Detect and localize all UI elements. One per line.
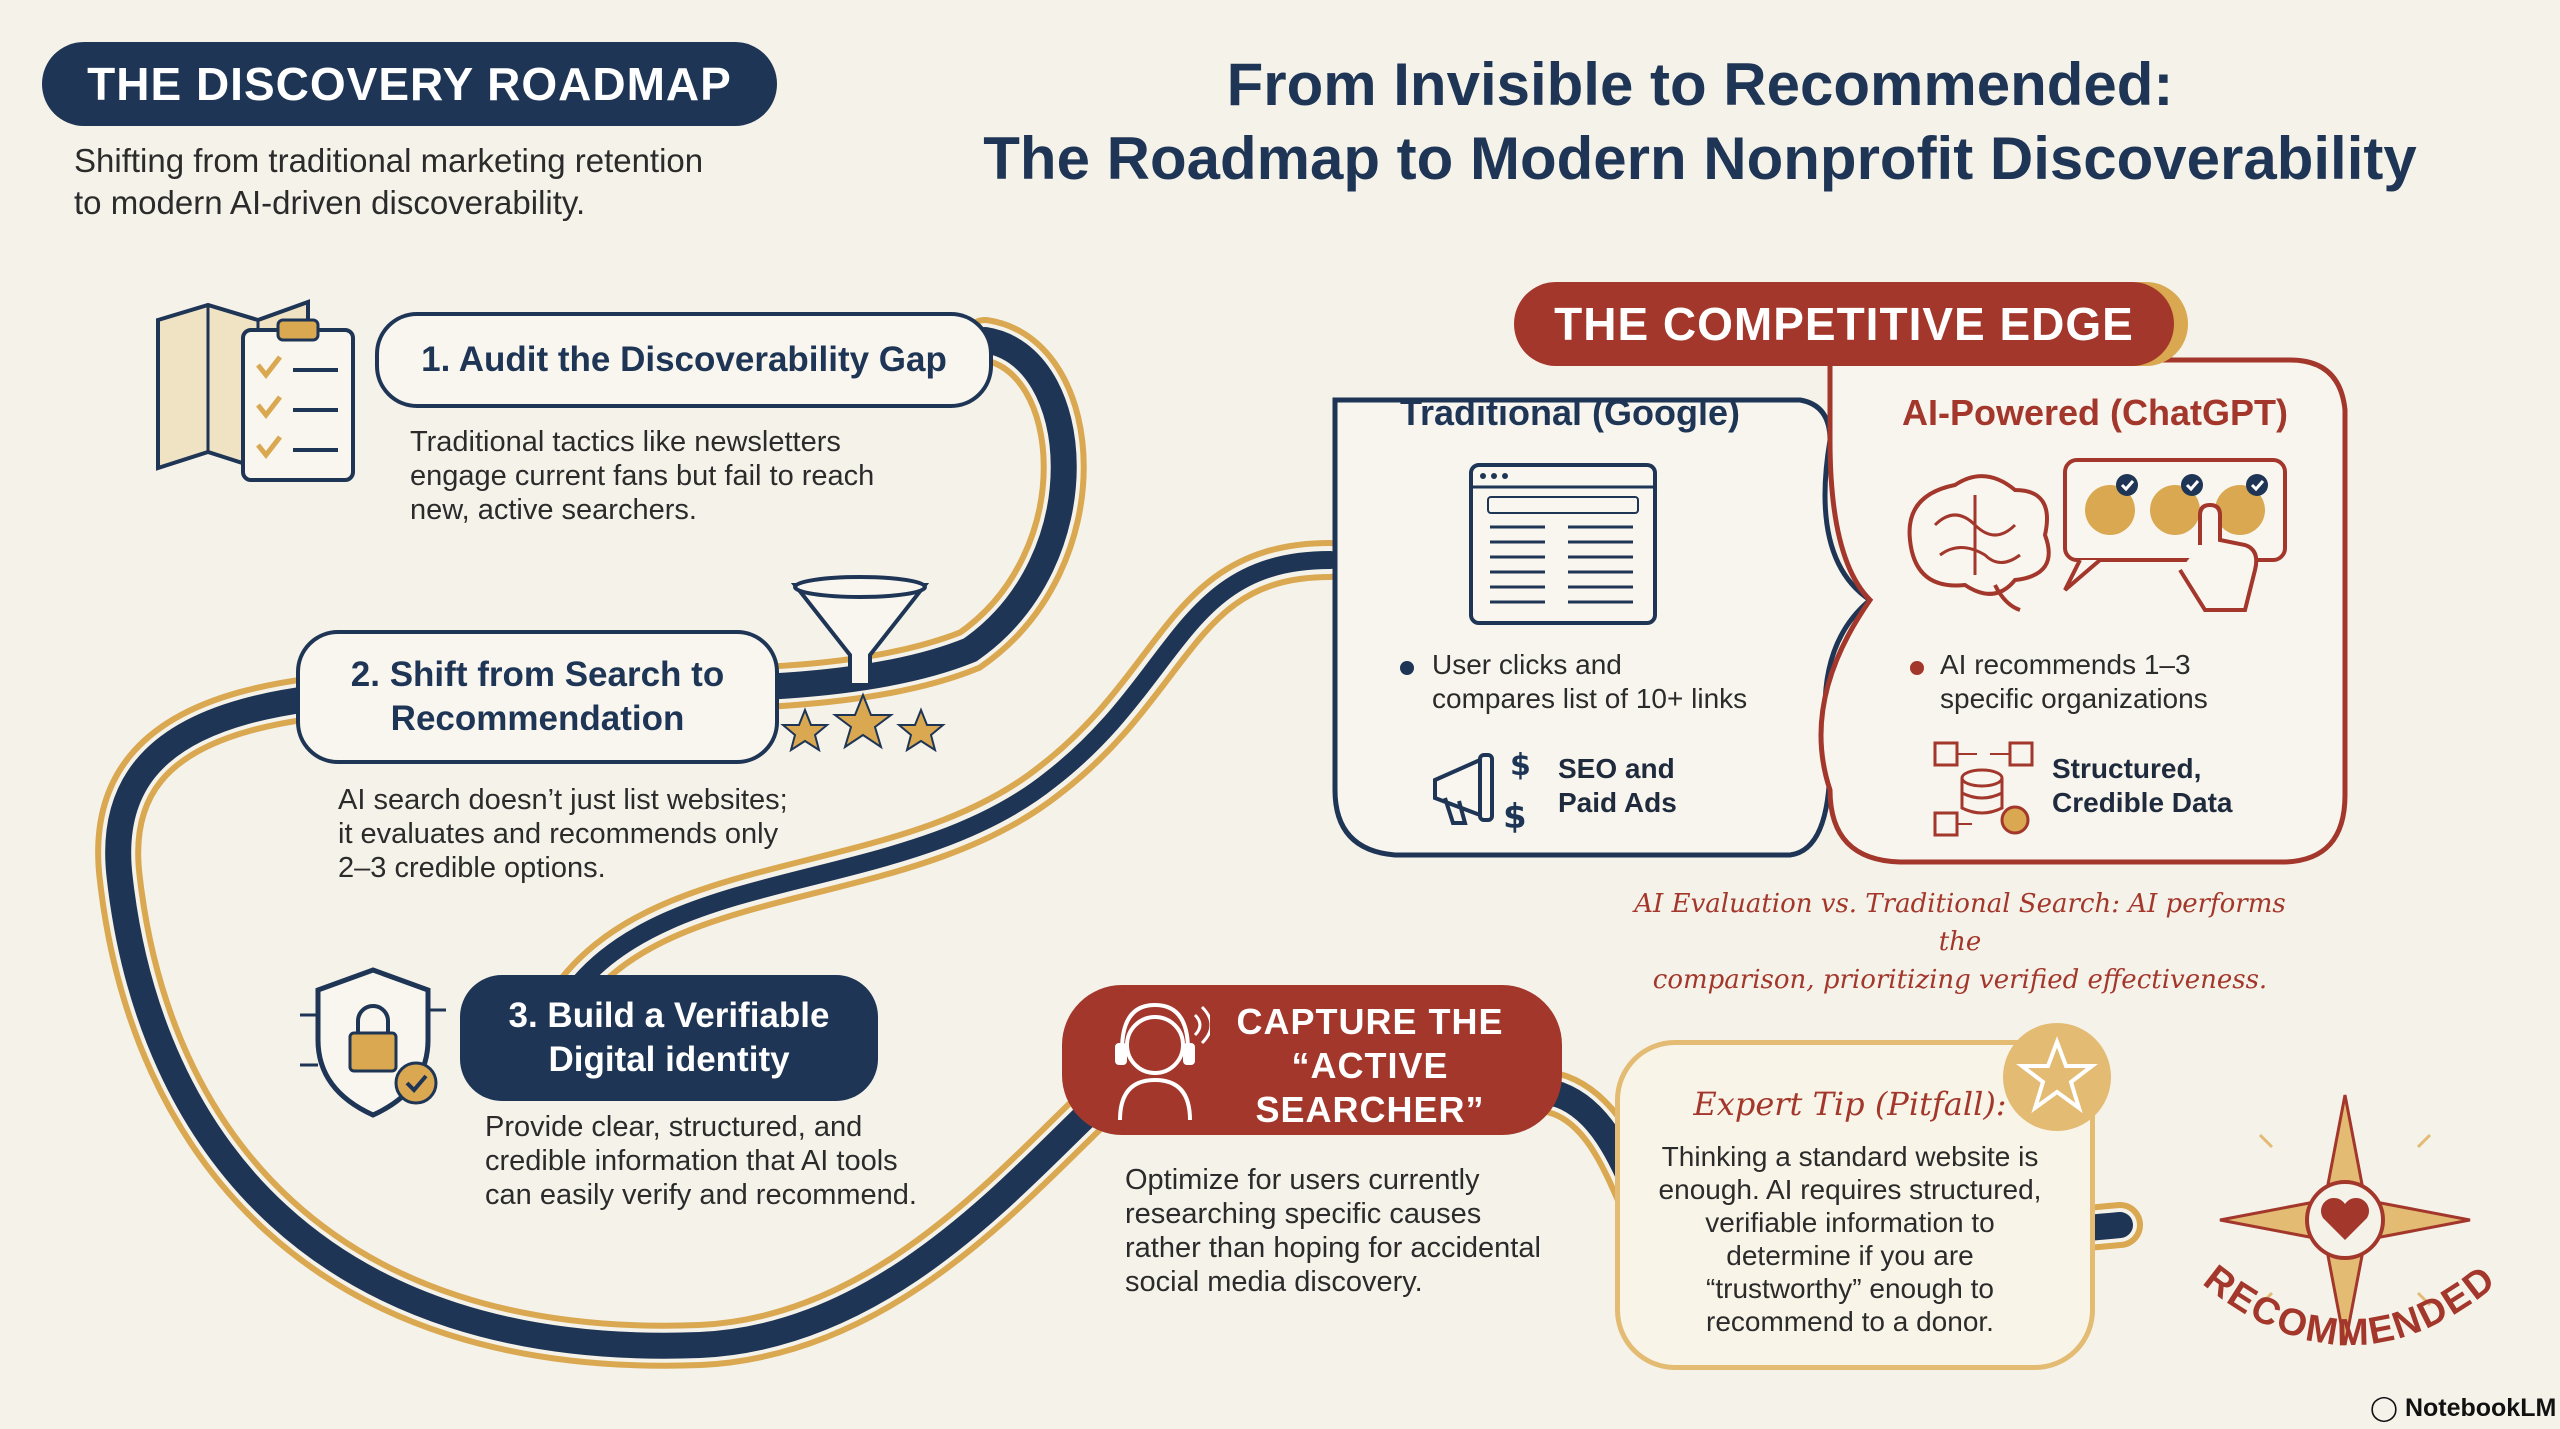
traditional-feature: SEO and Paid Ads [1558, 753, 1677, 818]
ai-bullet [1910, 661, 1924, 675]
expert-tip-text: Thinking a standard website is enough. A… [1658, 1141, 2042, 1337]
brand-label: ◯ NotebookLM [2370, 1394, 2557, 1422]
recommended-stamp: RECOMMENDED [2196, 1257, 2504, 1354]
capture-desc: Optimize for users currently researching… [1125, 1164, 1541, 1298]
megaphone-icon: $ $ [1433, 748, 1531, 835]
step-1-desc: Traditional tactics like newsletters eng… [410, 426, 875, 526]
expert-tip-title: Expert Tip (Pitfall): [1693, 1085, 2007, 1123]
step-2-title: 2. Shift from Search to Recommendation [296, 630, 779, 764]
map-checklist-icon [156, 299, 355, 482]
traditional-bullet-text: User clicks and compares list of 10+ lin… [1432, 649, 1748, 714]
recommended-stamp-text: RECOMMENDED [2196, 1257, 2502, 1354]
headset-person-icon [1115, 1002, 1210, 1121]
capture-title: CAPTURE THE “ACTIVE SEARCHER” [1236, 1001, 1504, 1130]
svg-text:$: $ [1510, 748, 1531, 783]
step-2-desc: AI search doesn’t just list websites; it… [338, 784, 788, 884]
roadmap-badge: THE DISCOVERY ROADMAP [42, 42, 777, 126]
traditional-bullet [1400, 661, 1414, 675]
step-1-title: 1. Audit the Discoverability Gap [375, 312, 993, 408]
funnel-stars-icon [780, 575, 946, 753]
ai-heading: AI-Powered (ChatGPT) [1901, 392, 2288, 433]
header-subtitle: Shifting from traditional marketing rete… [74, 142, 704, 221]
ai-feature: Structured, Credible Data [2052, 753, 2233, 818]
svg-text:RECOMMENDED: RECOMMENDED [2196, 1257, 2504, 1354]
traditional-heading: Traditional (Google) [1400, 392, 1740, 433]
structured-data-icon [1933, 741, 2034, 837]
brain-chat-icon [1907, 458, 2287, 612]
step-3-desc: Provide clear, structured, and credible … [485, 1111, 917, 1211]
browser-results-icon [1469, 463, 1657, 625]
shield-lock-icon [293, 960, 453, 1120]
capture-pill [1062, 985, 1562, 1135]
notebooklm-logo-icon: ◯ [2370, 1394, 2398, 1422]
step-3-title: 3. Build a Verifiable Digital identity [460, 975, 878, 1101]
competitive-edge-title: THE COMPETITIVE EDGE [1514, 282, 2174, 366]
ai-bullet-text: AI recommends 1–3 specific organizations [1940, 649, 2208, 714]
svg-text:$: $ [1503, 797, 1527, 835]
page-title: From Invisible to Recommended: The Roadm… [983, 51, 2417, 192]
comparison-note: AI Evaluation vs. Traditional Search: AI… [1634, 889, 2286, 995]
star-badge-icon [2003, 1023, 2111, 1131]
compass-heart-icon [2219, 1094, 2471, 1346]
